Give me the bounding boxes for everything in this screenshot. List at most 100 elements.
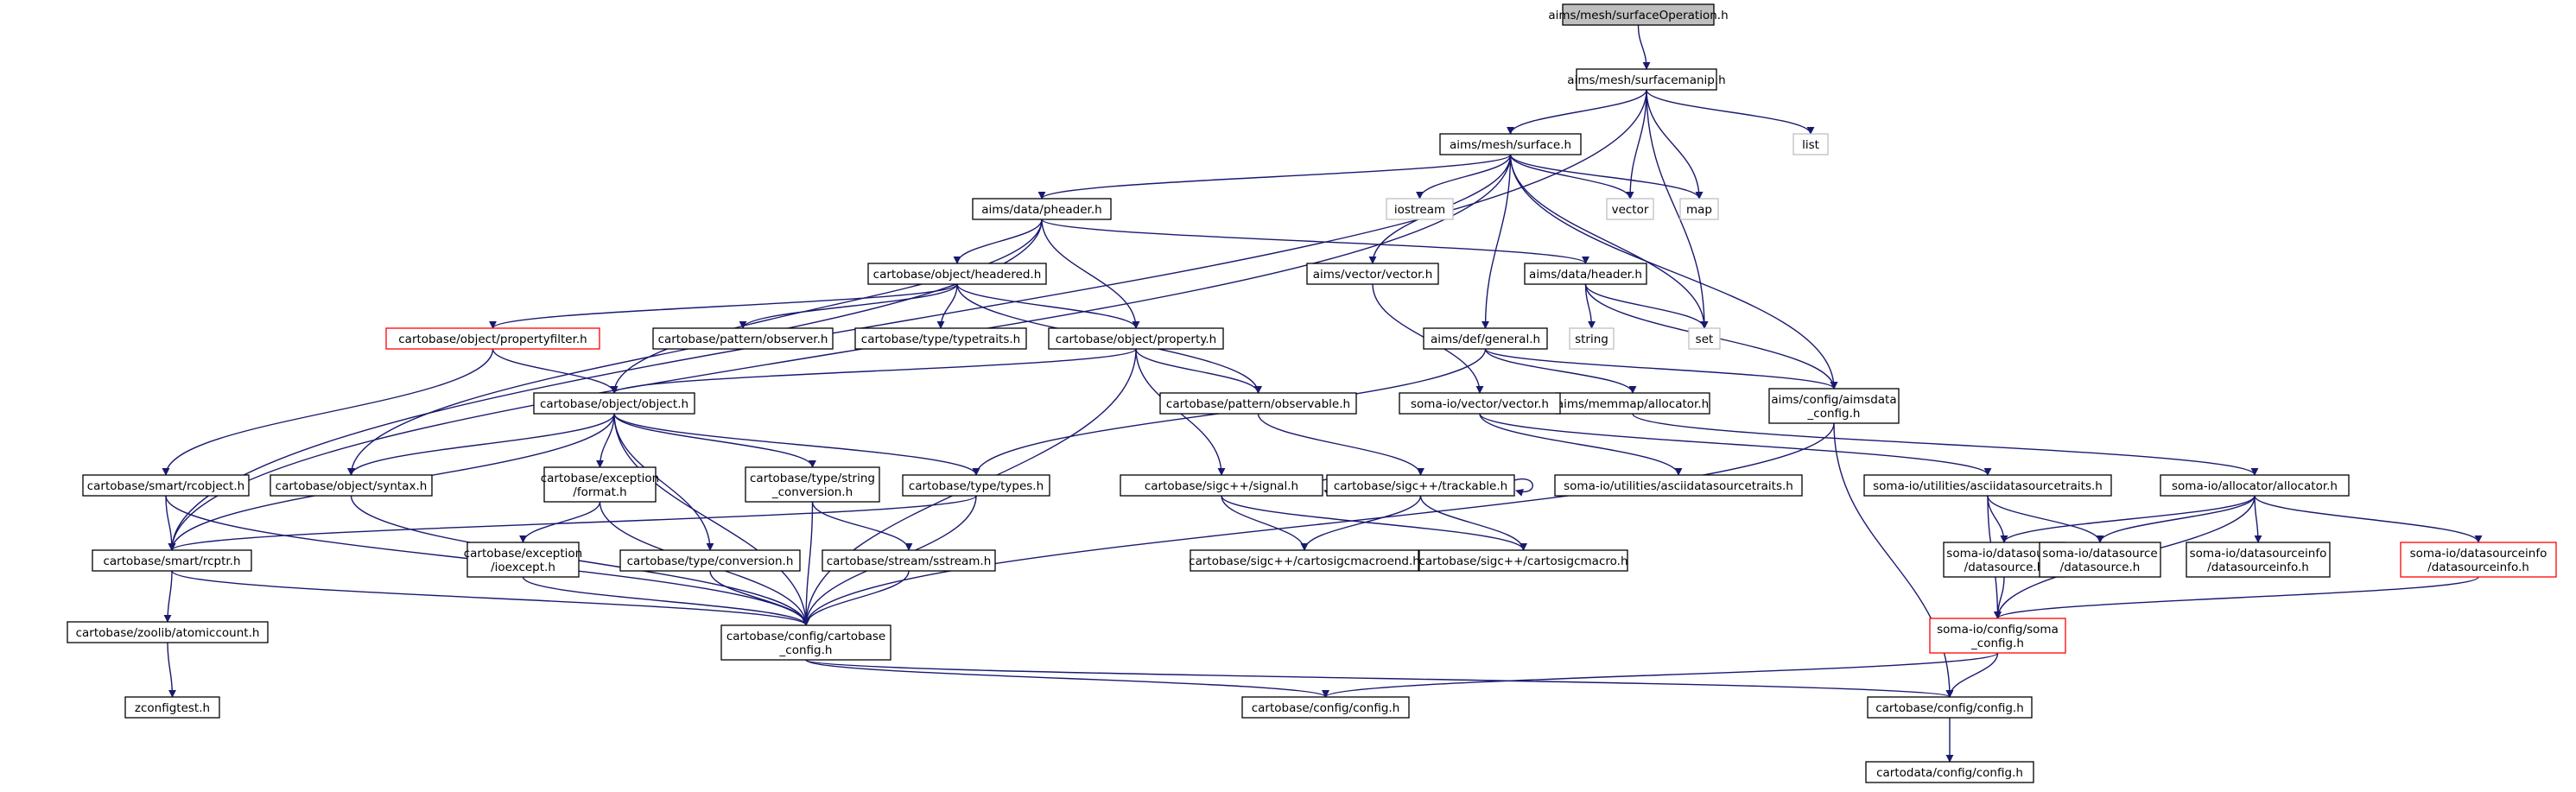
node-box [902, 474, 1050, 497]
node-surface[interactable]: aims/mesh/surface.h [1439, 133, 1582, 155]
node-box [2186, 542, 2331, 578]
node-root[interactable]: aims/mesh/surfaceOperation.h [1548, 3, 1729, 26]
edge-stringconv-to-sstream [811, 501, 913, 551]
node-cbconfig[interactable]: cartobase/config/cartobase_config.h [720, 624, 891, 661]
node-macroend[interactable]: cartobase/sigc++/cartosigcmacroend.h [1189, 549, 1420, 572]
node-label: cartobase/config/config.h [1875, 701, 2024, 715]
node-box [1241, 696, 1410, 719]
node-box [2039, 542, 2161, 578]
node-somaconfig[interactable]: soma-io/config/soma_config.h [1929, 618, 2066, 654]
edge-cbconfig-to-cbcfg2 [805, 659, 1953, 698]
node-box [1569, 327, 1615, 350]
node-propertyfilter[interactable]: cartobase/object/propertyfilter.h [385, 327, 600, 350]
node-asciitraits2[interactable]: soma-io/utilities/asciidatasourcetraits.… [1863, 474, 2112, 497]
node-box [270, 474, 433, 497]
edge-surfacemanip-to-list [1646, 89, 1815, 135]
node-sstream[interactable]: cartobase/stream/sstream.h [822, 549, 996, 572]
node-label: cartobase/object/propertyfilter.h [398, 333, 587, 346]
node-box [2160, 474, 2350, 497]
node-layer: aims/mesh/surfaceOperation.h aims/mesh/su… [67, 3, 2557, 783]
node-box [67, 621, 269, 643]
node-ioexcept[interactable]: cartobase/exception/ioexcept.h [464, 542, 583, 578]
edge-somaalloc-to-dsinfo1 [2254, 495, 2262, 543]
edge-headered-to-observer [739, 283, 958, 329]
node-label: soma-io/datasource [1946, 547, 2061, 561]
node-trackable[interactable]: cartobase/sigc++/trackable.h [1326, 474, 1515, 497]
node-rcptr[interactable]: cartobase/smart/rcptr.h [92, 549, 252, 572]
node-box [1679, 198, 1719, 220]
edge-types-to-rcptr [168, 495, 977, 551]
node-ds2[interactable]: soma-io/datasource/datasource.h [2039, 542, 2161, 578]
node-zconfigtest[interactable]: zconfigtest.h [124, 696, 220, 719]
node-conversion[interactable]: cartobase/type/conversion.h [619, 549, 801, 572]
edge-surfacemanip-to-set [1646, 89, 1709, 329]
edge-surfacemanip-to-rcptr [168, 89, 1647, 551]
edge-signal-to-macroend [1221, 495, 1309, 551]
node-label: cartobase/type/string [750, 472, 875, 485]
node-memmapalloc[interactable]: aims/memmap/allocator.h [1555, 392, 1710, 415]
node-box [720, 624, 891, 661]
node-box [1399, 392, 1561, 415]
node-object[interactable]: cartobase/object/object.h [533, 392, 695, 415]
node-label: soma-io/datasourceinfo [2190, 547, 2327, 561]
node-label: cartobase/sigc++/cartosigcmacroend.h [1189, 554, 1420, 568]
node-box [1688, 327, 1721, 350]
node-label: cartobase/type/conversion.h [627, 554, 794, 568]
edge-headered-to-typetraits [936, 283, 958, 329]
node-asciitraits[interactable]: soma-io/utilities/asciidatasourcetraits.… [1554, 474, 1803, 497]
node-box [619, 549, 801, 572]
node-pheader[interactable]: aims/data/pheader.h [972, 198, 1112, 220]
node-header[interactable]: aims/data/header.h [1524, 263, 1647, 285]
edge-pheader-to-property [1041, 219, 1140, 329]
node-box [745, 466, 880, 503]
node-stringconv[interactable]: cartobase/type/string_conversion.h [745, 466, 880, 503]
node-label: aims/memmap/allocator.h [1557, 397, 1709, 411]
edge-surface-to-iostream [1416, 154, 1512, 200]
node-label: iostream [1394, 203, 1445, 217]
node-box [1386, 198, 1454, 220]
node-aimsvector[interactable]: aims/vector/vector.h [1306, 263, 1439, 285]
node-cbcfg1[interactable]: cartobase/config/config.h [1241, 696, 1410, 719]
edge-memmapalloc-to-somaalloc [1632, 413, 2259, 476]
node-general[interactable]: aims/def/general.h [1423, 327, 1548, 350]
node-dsinfo2[interactable]: soma-io/datasourceinfo/datasourceinfo.h [2400, 542, 2557, 578]
edge-trackable-to-trackable [1513, 478, 1533, 497]
node-surfacemanip[interactable]: aims/mesh/surfacemanip.h [1567, 68, 1726, 91]
node-somavector[interactable]: soma-io/vector/vector.h [1399, 392, 1561, 415]
node-box [82, 474, 250, 497]
node-box [1867, 696, 2033, 719]
node-observer[interactable]: cartobase/pattern/observer.h [652, 327, 834, 350]
node-observable[interactable]: cartobase/pattern/observable.h [1159, 392, 1357, 415]
node-box [1792, 133, 1829, 155]
node-box [1423, 327, 1548, 350]
node-headered[interactable]: cartobase/object/headered.h [867, 263, 1047, 285]
node-syntax[interactable]: cartobase/object/syntax.h [270, 474, 433, 497]
node-label: cartobase/exception [464, 547, 583, 561]
node-box [1418, 549, 1628, 572]
node-dsinfo1[interactable]: soma-io/datasourceinfo/datasourceinfo.h [2186, 542, 2331, 578]
node-box [867, 263, 1047, 285]
node-label: soma-io/datasourceinfo [2410, 547, 2547, 561]
node-set: set [1688, 327, 1721, 350]
edge-object-to-conversion [613, 413, 714, 551]
edge-aimsdataconfig-to-cbconfig [802, 422, 1835, 626]
node-cdconfig[interactable]: cartodata/config/config.h [1865, 761, 2034, 783]
node-aimsdataconfig[interactable]: aims/config/aimsdata_config.h [1768, 388, 1900, 424]
node-types[interactable]: cartobase/type/types.h [902, 474, 1050, 497]
node-label: aims/mesh/surfaceOperation.h [1548, 9, 1728, 22]
node-atomiccount[interactable]: cartobase/zoolib/atomiccount.h [67, 621, 269, 643]
node-cbcfg2[interactable]: cartobase/config/config.h [1867, 696, 2033, 719]
node-signal[interactable]: cartobase/sigc++/signal.h [1120, 474, 1323, 497]
node-rcobject[interactable]: cartobase/smart/rcobject.h [82, 474, 250, 497]
edge-trackable-to-macro [1419, 495, 1527, 551]
node-property[interactable]: cartobase/object/property.h [1048, 327, 1224, 350]
node-label: aims/mesh/surfacemanip.h [1567, 73, 1725, 87]
node-label: /datasourceinfo.h [2427, 561, 2529, 574]
node-format[interactable]: cartobase/exception/format.h [541, 466, 660, 503]
edge-somavector-to-asciitraits [1479, 413, 1683, 476]
node-macro[interactable]: cartobase/sigc++/cartosigcmacro.h [1418, 549, 1628, 572]
node-label: _config.h [1970, 637, 2024, 650]
node-typetraits[interactable]: cartobase/type/typetraits.h [854, 327, 1027, 350]
node-label: cartobase/sigc++/signal.h [1145, 479, 1298, 493]
node-somaalloc[interactable]: soma-io/allocator/allocator.h [2160, 474, 2350, 497]
